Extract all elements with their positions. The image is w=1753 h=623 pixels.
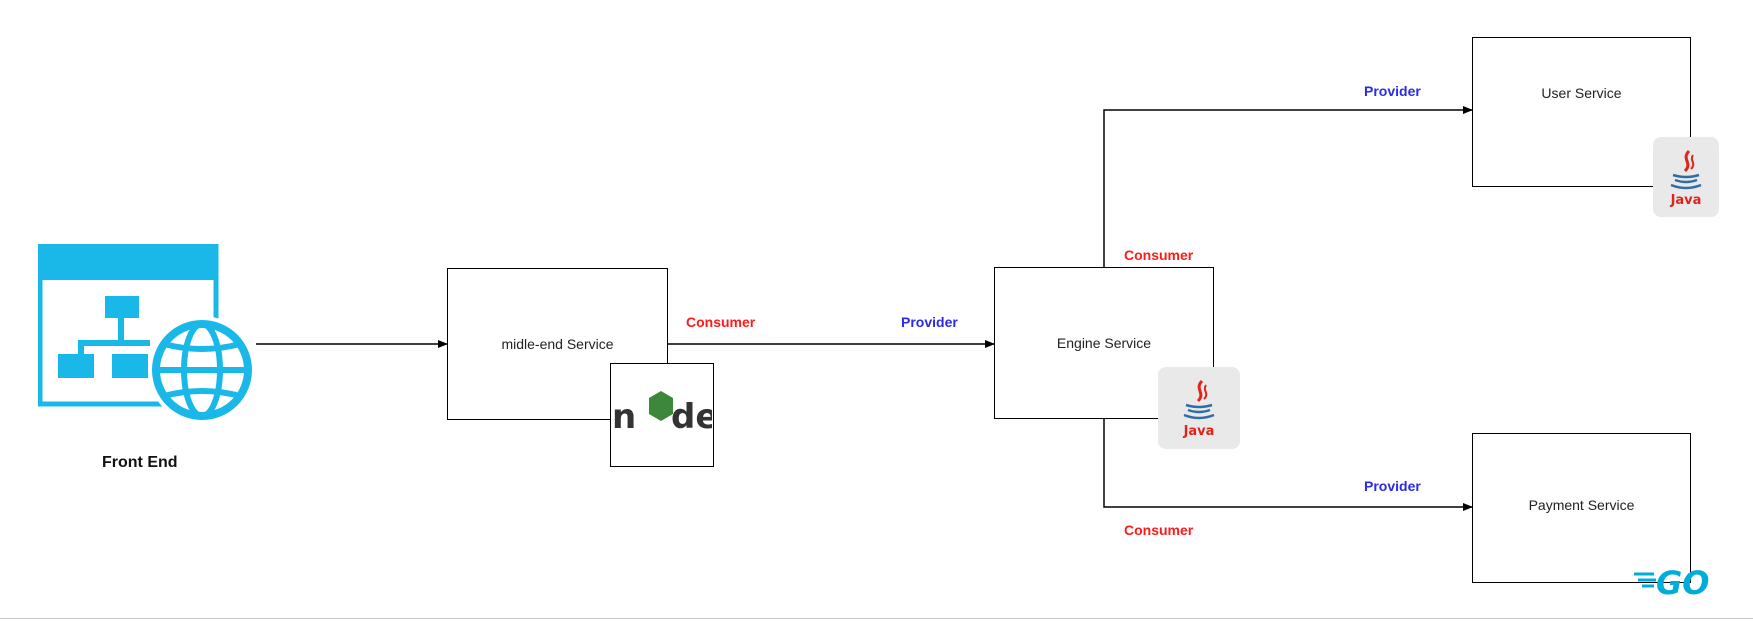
- nodejs-logo: n de: [610, 363, 718, 467]
- java-logo-text: Java: [1670, 193, 1702, 208]
- svg-text:de: de: [671, 397, 712, 437]
- edge-label-provider: Provider: [1364, 478, 1421, 494]
- go-logo-text: GO: [1656, 564, 1709, 598]
- edge-label-consumer: Consumer: [1124, 247, 1194, 263]
- edge-engine-to-user: [1103, 106, 1473, 267]
- edge-label-provider: Provider: [901, 314, 958, 330]
- java-logo-text: Java: [1183, 424, 1215, 439]
- payment-service-box[interactable]: Payment Service: [1472, 433, 1691, 583]
- java-logo: Java: [1158, 367, 1240, 449]
- java-logo: Java: [1653, 137, 1719, 217]
- engine-service-label: Engine Service: [1056, 335, 1152, 351]
- payment-service-label: Payment Service: [1528, 497, 1635, 513]
- nodejs-logo-text: n: [612, 397, 636, 437]
- front-end-label: Front End: [102, 454, 178, 471]
- edge-label-provider: Provider: [1364, 83, 1421, 99]
- edge-engine-to-payment: [1103, 418, 1473, 511]
- web-app-globe-icon: [38, 244, 256, 424]
- middle-end-service-label: midle-end Service: [501, 336, 614, 352]
- user-service-label: User Service: [1541, 85, 1622, 101]
- go-logo: GO: [1632, 564, 1726, 602]
- edge-label-consumer: Consumer: [1124, 522, 1194, 538]
- bottom-border: [0, 618, 1753, 619]
- edge-label-consumer: Consumer: [686, 314, 756, 330]
